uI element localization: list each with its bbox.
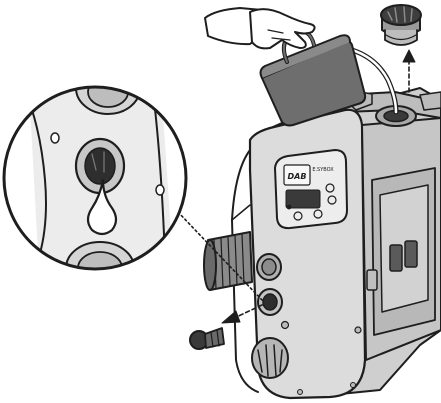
drain-plug-icon xyxy=(190,328,224,349)
brand-logo-text: DAB xyxy=(288,172,307,181)
up-arrow-icon xyxy=(403,50,415,92)
hand-pouring-icon xyxy=(205,8,365,125)
fill-cap-icon xyxy=(381,5,421,45)
pump-body: DAB E.SYBOX xyxy=(204,88,441,398)
magnified-detail xyxy=(4,62,186,294)
brand-model-text: E.SYBOX xyxy=(312,167,334,173)
